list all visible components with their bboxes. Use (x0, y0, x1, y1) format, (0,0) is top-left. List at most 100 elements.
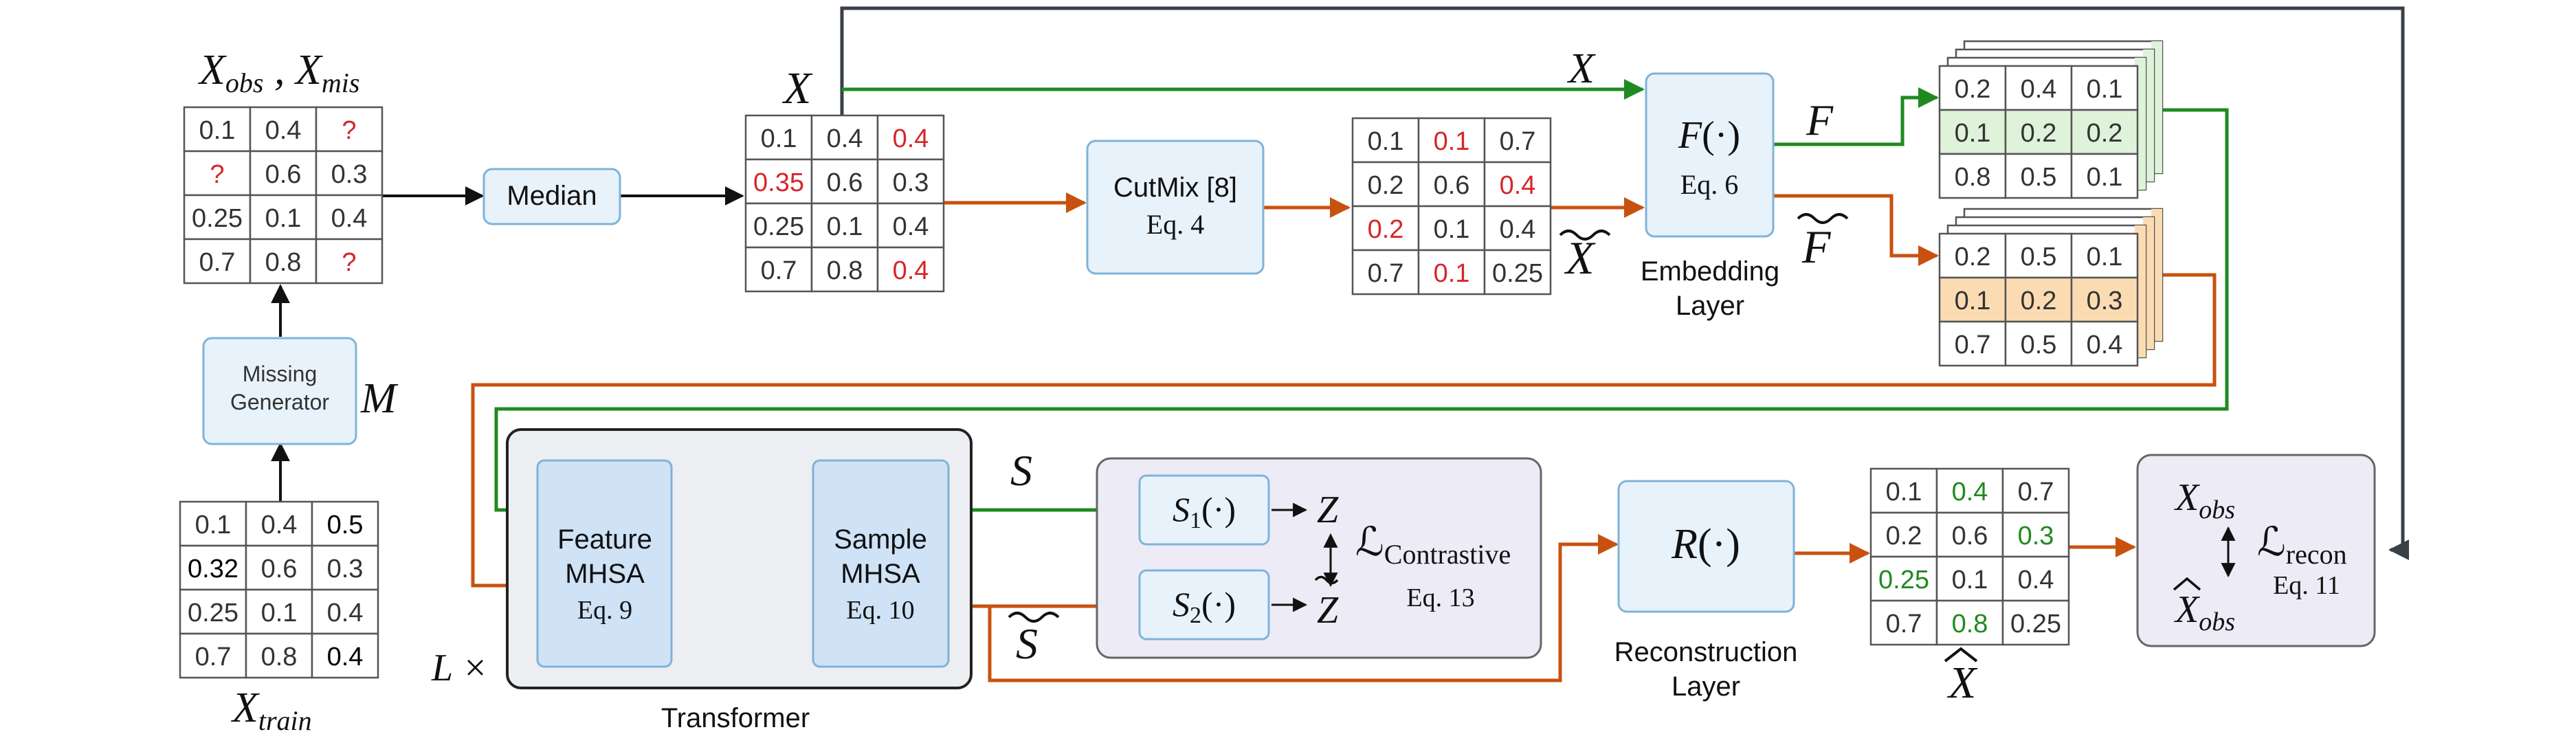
table-cell-value: 0.7 (1500, 127, 1536, 156)
sample-mhsa-label-2: MHSA (841, 559, 920, 589)
table-cell-value: 0.1 (761, 124, 797, 153)
table-cell (1483, 161, 1552, 208)
table-cell-value: 0.4 (893, 212, 929, 241)
s2-label: S2(·) (1173, 585, 1236, 628)
table-cell (2001, 555, 2070, 602)
table-cell (2070, 276, 2139, 323)
table-cell-value: 0.35 (753, 168, 804, 197)
s1-box (1138, 474, 1270, 546)
table-cell-value: 0.7 (1886, 610, 1922, 638)
table-cell-value: 0.6 (261, 555, 298, 583)
table-cell-value: 0.4 (1952, 478, 1988, 507)
svg-text:X: X (1564, 232, 1596, 284)
label-x-top: X (1566, 45, 1596, 92)
table-cell-value: 0.4 (1500, 171, 1536, 200)
table-cell (744, 202, 813, 249)
sample-mhsa-eq: Eq. 10 (846, 596, 914, 625)
table-cell (876, 158, 945, 205)
missing-generator-label-1: Missing (243, 362, 317, 386)
table-cell-value: ? (342, 248, 356, 277)
table-cell-value: 0.4 (331, 204, 368, 233)
cutmix-box: CutMix [8] Eq. 4 (1086, 140, 1265, 275)
median-label: Median (507, 181, 597, 211)
table-cell (179, 500, 247, 547)
table-cell-value: 0.4 (893, 124, 929, 153)
table-cell (1938, 320, 2007, 367)
label-f: F (1806, 96, 1834, 144)
table-cell (311, 632, 379, 679)
table-cell (183, 194, 252, 241)
table-cell-value: 0.2 (2087, 119, 2123, 148)
label-m: M (360, 375, 399, 422)
table-cell (2001, 511, 2070, 558)
svg-text:S: S (1016, 619, 1038, 668)
median-box: Median (482, 168, 621, 225)
table-cell-value: 0.2 (2021, 287, 2057, 315)
table-cell-value: 0.25 (2010, 610, 2061, 638)
table-cell (179, 588, 247, 635)
table-cell (1483, 205, 1552, 252)
table-cell (1935, 467, 2004, 514)
table-cell (2070, 320, 2139, 367)
feature-mhsa-eq: Eq. 9 (577, 596, 632, 625)
table-cell-value: 0.4 (265, 116, 302, 145)
table-cell (179, 632, 247, 679)
table-cell-value: 0.32 (188, 555, 238, 583)
table-cell-value: 0.7 (195, 643, 232, 671)
table-cell-value: 0.2 (1886, 522, 1922, 551)
embedding-eq: Eq. 6 (1680, 169, 1738, 200)
table-cell (245, 632, 313, 679)
s2-box (1138, 569, 1270, 641)
table-cell (810, 246, 879, 293)
table-cell (2001, 599, 2070, 646)
arrow-embedding-to-ftilde (1773, 194, 1939, 266)
table-cell (1351, 205, 1420, 252)
table-cell-value: 0.1 (261, 599, 298, 627)
feature-mhsa-label-1: Feature (557, 524, 652, 555)
table-cell-value: 0.3 (893, 168, 929, 197)
table-cell-value: 0.8 (1952, 610, 1988, 638)
arrow-x-to-recon-loss (840, 6, 2409, 560)
table-cell (876, 202, 945, 249)
table-cell-value: 0.1 (1952, 566, 1988, 594)
label-z: Z (1317, 489, 1339, 531)
table-cell-value: 0.3 (327, 555, 364, 583)
table-cell-value: 0.7 (761, 256, 797, 285)
label-s: S (1010, 446, 1032, 495)
arrow-f-to-feature-mhsa (494, 108, 2229, 520)
sample-mhsa-box: Sample MHSA Eq. 10 (812, 459, 950, 668)
table-cell-value: 0.25 (753, 212, 804, 241)
table-cell (1935, 511, 2004, 558)
table-cell-value: ? (210, 160, 224, 189)
table-cell-value: 0.4 (893, 256, 929, 285)
table-cell-value: 0.4 (327, 599, 364, 627)
table-cell (1935, 599, 2004, 646)
embedding-func: F(·) (1678, 114, 1740, 157)
table-cell (179, 544, 247, 591)
table-cell (311, 500, 379, 547)
table-cell-value: 0.6 (1434, 171, 1470, 200)
table-cell-value: 0.2 (2021, 119, 2057, 148)
table-cell-value: 0.1 (195, 511, 232, 540)
table-cell (1417, 117, 1486, 164)
table-cell (1869, 599, 1938, 646)
table-cell (315, 150, 384, 197)
transformer-caption: Transformer (661, 703, 810, 733)
table-cell-value: 0.7 (1368, 259, 1404, 288)
label-f-tilde: F (1797, 213, 1849, 273)
table-cell-value: 0.3 (2087, 287, 2123, 315)
table-cell-value: 0.1 (827, 212, 863, 241)
embedding-caption-2: Layer (1676, 291, 1744, 321)
table-cell-value: 0.2 (1955, 75, 1991, 104)
cutmix-label: CutMix [8] (1113, 173, 1237, 203)
table-cell-value: 0.5 (327, 511, 364, 540)
table-cell-value: 0.1 (1368, 127, 1404, 156)
table-cell (1938, 65, 2007, 111)
table-cell-value: 0.4 (1500, 215, 1536, 244)
table-cell-value: 0.8 (827, 256, 863, 285)
table-cell (315, 106, 384, 153)
arrow-ftilde-to-feature-mhsa (471, 273, 2217, 596)
